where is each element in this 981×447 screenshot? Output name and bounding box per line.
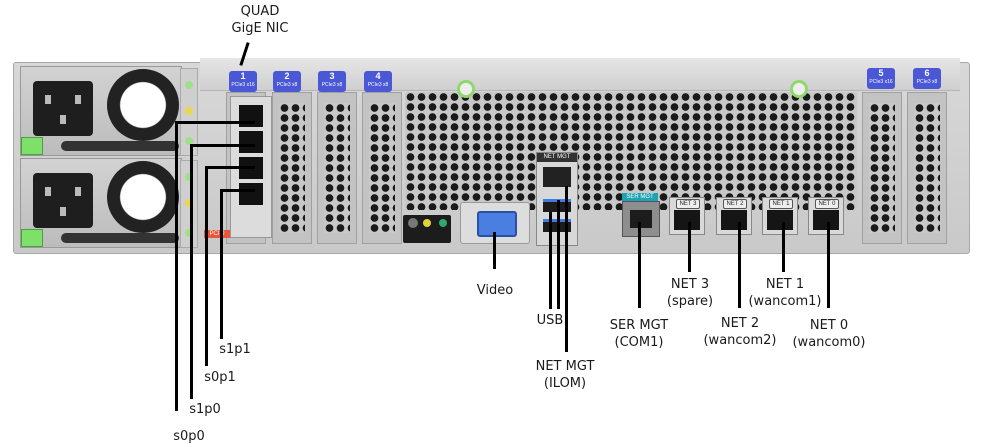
chassis-top-rail — [200, 58, 960, 91]
ser-mgt-panel-label: SER MGT — [622, 193, 658, 201]
thumbscrew-icon[interactable] — [790, 80, 808, 98]
callout-net3: NET 3(spare) — [666, 277, 714, 309]
pcie-slot-5 — [862, 92, 902, 244]
leader-line-net2 — [738, 222, 741, 308]
fan-icon — [107, 69, 179, 141]
leader-line-s1p1-h — [220, 189, 255, 192]
leader-line-net-mgt — [565, 186, 568, 352]
power-supply-1 — [20, 158, 182, 248]
nic-port-s1p1[interactable] — [239, 183, 263, 205]
leader-line-ser-mgt — [638, 222, 641, 308]
led-icon — [185, 199, 193, 207]
callout-s0p0: s0p0 — [173, 429, 205, 444]
callout-net2: NET 2(wancom2) — [703, 316, 777, 348]
led-icon — [185, 229, 193, 237]
led-icon — [185, 107, 193, 115]
pcie-slot-2 — [272, 92, 312, 244]
leader-line-s1p0 — [190, 144, 193, 399]
pcie-slot-4 — [362, 92, 402, 244]
ac-inlet-icon — [33, 173, 93, 228]
leader-line-s1p1 — [220, 189, 223, 339]
power-supply-0 — [20, 66, 182, 156]
net-2-port[interactable]: NET 2 — [716, 197, 752, 235]
leader-line-s0p0-h — [175, 121, 255, 124]
leader-line-s1p0-h — [190, 144, 255, 147]
psu-0-leds — [180, 68, 198, 156]
quad-gige-nic — [230, 96, 272, 238]
leader-line-usb-1 — [557, 200, 560, 309]
callout-s0p1: s0p1 — [204, 370, 236, 385]
callout-ser-mgt: SER MGT(COM1) — [609, 318, 669, 350]
fan-icon — [107, 161, 179, 233]
nic-slot-tag: PCI 0 — [204, 230, 230, 238]
thumbscrew-icon[interactable] — [457, 80, 475, 98]
psu-handle[interactable] — [61, 141, 179, 151]
leader-line-net0 — [827, 222, 830, 308]
psu-release-latch[interactable] — [21, 137, 43, 155]
callout-s1p0: s1p0 — [189, 402, 221, 417]
net-mgt-panel-label: NET MGT — [537, 153, 577, 162]
service-led-icon — [423, 219, 431, 227]
system-status-panel — [403, 215, 451, 243]
vga-connector-icon[interactable] — [477, 211, 517, 237]
leader-line-s0p1 — [205, 166, 208, 366]
vent-grille — [405, 92, 857, 210]
leader-line-net3 — [688, 222, 691, 272]
callout-video: Video — [476, 283, 514, 298]
net-3-port[interactable]: NET 3 — [669, 197, 705, 235]
callout-usb: USB — [536, 313, 564, 328]
nic-port-s1p0[interactable] — [239, 131, 263, 153]
callout-net0: NET 0(wancom0) — [792, 318, 866, 350]
leader-line-s0p0 — [175, 121, 178, 411]
psu-1-leds — [180, 160, 198, 248]
net-0-port[interactable]: NET 0 — [808, 197, 844, 235]
leader-line-usb-0 — [549, 212, 552, 309]
led-icon — [185, 137, 193, 145]
pcie-slot-3 — [317, 92, 357, 244]
ser-mgt-port[interactable] — [622, 201, 660, 237]
led-icon — [185, 81, 193, 89]
leader-line-video — [493, 232, 496, 269]
pcie-slot-6 — [907, 92, 947, 244]
callout-net1: NET 1(wancom1) — [748, 277, 822, 309]
leader-line-s0p1-h — [205, 166, 255, 169]
ac-inlet-icon — [33, 81, 93, 136]
leader-line-net1 — [782, 222, 785, 272]
callout-s1p1: s1p1 — [219, 342, 251, 357]
locator-led-icon[interactable] — [408, 218, 418, 228]
led-icon — [185, 173, 193, 181]
net-1-port[interactable]: NET 1 — [762, 197, 798, 235]
net-mgt-port[interactable] — [543, 167, 571, 187]
callout-net-mgt: NET MGT(ILOM) — [535, 359, 595, 391]
psu-handle[interactable] — [61, 233, 179, 243]
power-led-icon — [439, 219, 447, 227]
psu-release-latch[interactable] — [21, 229, 43, 247]
